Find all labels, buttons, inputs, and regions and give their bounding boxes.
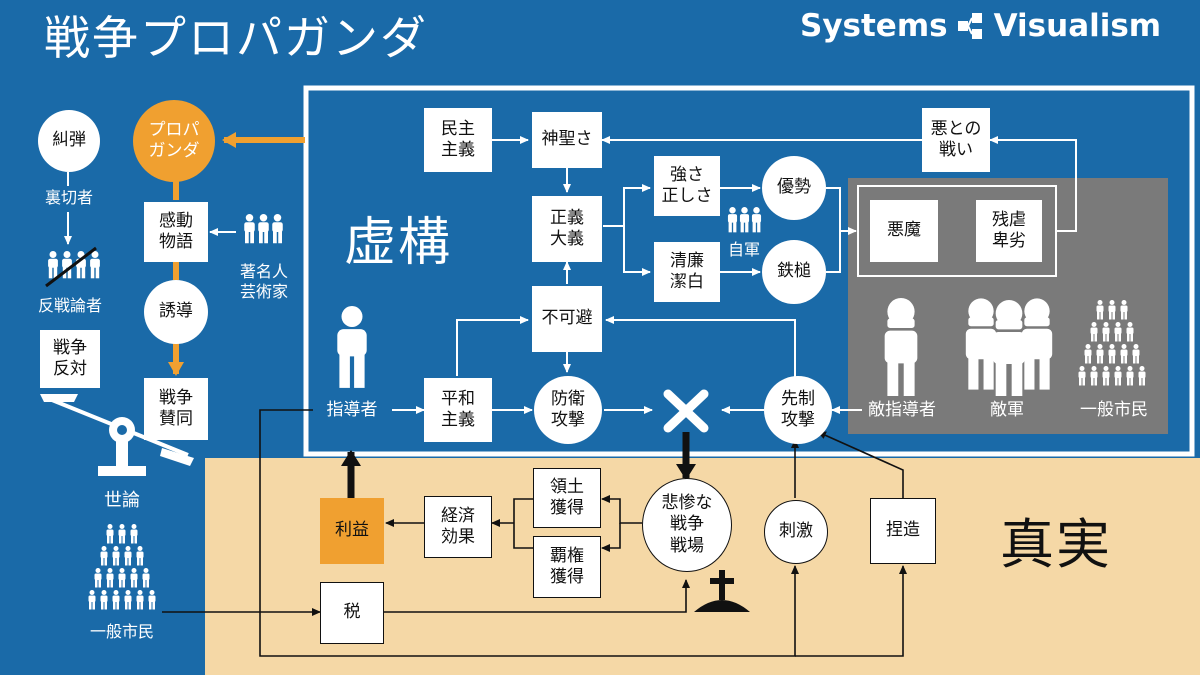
guidance-node: 誘導: [144, 280, 208, 344]
own-army-icon: [727, 207, 762, 233]
fiction-label: 虚構: [344, 213, 453, 273]
democracy-node: 民主 主義: [424, 108, 492, 172]
sacred-node: 神聖さ: [532, 112, 602, 168]
justice-node: 正義 大義: [532, 196, 602, 262]
truth-label: 真実: [1000, 513, 1112, 576]
denounce-node: 糾弾: [38, 110, 100, 172]
cruel-node: 残虐 卑劣: [976, 200, 1042, 262]
page-title: 戦争プロパガンダ: [44, 11, 428, 65]
inevitable-node: 不可避: [532, 286, 602, 352]
moving-story-node: 感動 物語: [144, 202, 208, 262]
celebrities-icon: [244, 214, 283, 244]
citizens-label: 一般市民: [89, 622, 154, 641]
scale-icon: [40, 394, 194, 476]
hegemony-node: 覇権 獲得: [533, 536, 601, 598]
profit-node: 利益: [320, 498, 384, 564]
vs-evil-node: 悪との 戦い: [922, 108, 990, 172]
leader-label: 指導者: [326, 400, 378, 420]
public-opinion-label: 世論: [104, 490, 140, 511]
tax-node: 税: [320, 582, 384, 644]
fiction-frame: [303, 85, 1195, 457]
hammer-node: 鉄槌: [762, 240, 826, 304]
superiority-node: 優勢: [762, 156, 826, 220]
integrity-node: 清廉 潔白: [654, 242, 720, 302]
antiwar-people-label: 反戦論者: [37, 296, 102, 315]
enemy-leader-label: 敵指導者: [868, 400, 936, 420]
economic-node: 経済 効果: [424, 496, 492, 558]
territory-node: 領土 獲得: [533, 468, 601, 528]
enemy-army-label: 敵軍: [990, 400, 1024, 420]
strength-node: 強さ 正しさ: [654, 156, 720, 216]
celebrities-label: 著名人 芸術家: [239, 262, 288, 301]
devil-node: 悪魔: [870, 200, 938, 262]
leader-icon: [337, 306, 367, 388]
stimulus-node: 刺激: [764, 500, 828, 564]
brand-mark-icon: [957, 13, 982, 39]
own-army-label: 自軍: [727, 240, 760, 259]
preemptive-node: 先制 攻撃: [764, 376, 832, 444]
enemy-citizens-label: 一般市民: [1080, 400, 1148, 420]
grave-icon: [694, 570, 750, 612]
cross-icon: [663, 389, 709, 433]
citizens-crowd-icon: [88, 524, 156, 610]
brand-logo: Systems Visualism: [800, 8, 1161, 44]
propaganda-node: プロパ ガンダ: [133, 100, 215, 182]
brand-word-systems: Systems: [800, 8, 948, 44]
defense-node: 防衛 攻撃: [534, 376, 602, 444]
traitor-label: 裏切者: [44, 188, 93, 207]
support-war-node: 戦争 賛同: [144, 378, 208, 440]
pacifism-node: 平和 主義: [424, 378, 492, 442]
oppose-war-node: 戦争 反対: [40, 330, 100, 388]
battlefield-node: 悲惨な 戦争 戦場: [642, 478, 732, 572]
brand-word-visualism: Visualism: [993, 8, 1162, 44]
fabrication-node: 捏造: [870, 498, 936, 564]
